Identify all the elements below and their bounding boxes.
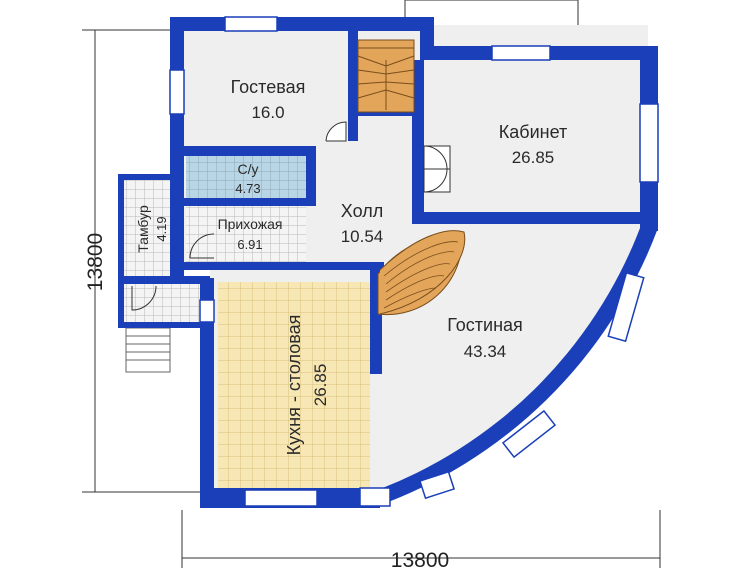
dimension-lines: [82, 29, 661, 568]
doors: [131, 121, 451, 311]
entry-floor: [186, 206, 306, 262]
guest-room-area: 16.0: [251, 103, 284, 122]
vestibule-floor: [124, 180, 174, 276]
study-room-area: 26.85: [512, 148, 555, 167]
width-dimension-label: 13800: [391, 549, 449, 572]
bath-room-area: 4.73: [235, 181, 260, 196]
entry-room-name: Прихожая: [218, 216, 283, 232]
bath-floor: [186, 156, 306, 198]
porch-steps: [125, 327, 171, 373]
hall-room-area: 10.54: [341, 227, 384, 246]
hall-room-name: Холл: [341, 201, 383, 221]
kitchen-room-area: 26.85: [311, 364, 330, 407]
living-room-area: 43.34: [464, 342, 507, 361]
living-room-name: Гостиная: [447, 315, 523, 335]
vestibule-room-name: Тамбур: [135, 205, 151, 253]
study-room-name: Кабинет: [499, 122, 567, 142]
bath-room-name: С/у: [238, 161, 259, 177]
kitchen-floor: [218, 282, 370, 488]
windows: [169, 16, 659, 507]
vestibule-room-area: 4.19: [154, 216, 169, 241]
room-labels: Гостевая 16.0 Кабинет 26.85 С/у 4.73 При…: [135, 77, 567, 455]
stairs-upper: [357, 39, 415, 113]
stairs-curved: [377, 230, 466, 316]
kitchen-room-name: Кухня - столовая: [284, 315, 304, 456]
guest-room-name: Гостевая: [231, 77, 306, 97]
height-dimension-label: 13800: [84, 233, 107, 291]
entry-room-area: 6.91: [237, 237, 262, 252]
porch-floor: [124, 283, 202, 327]
